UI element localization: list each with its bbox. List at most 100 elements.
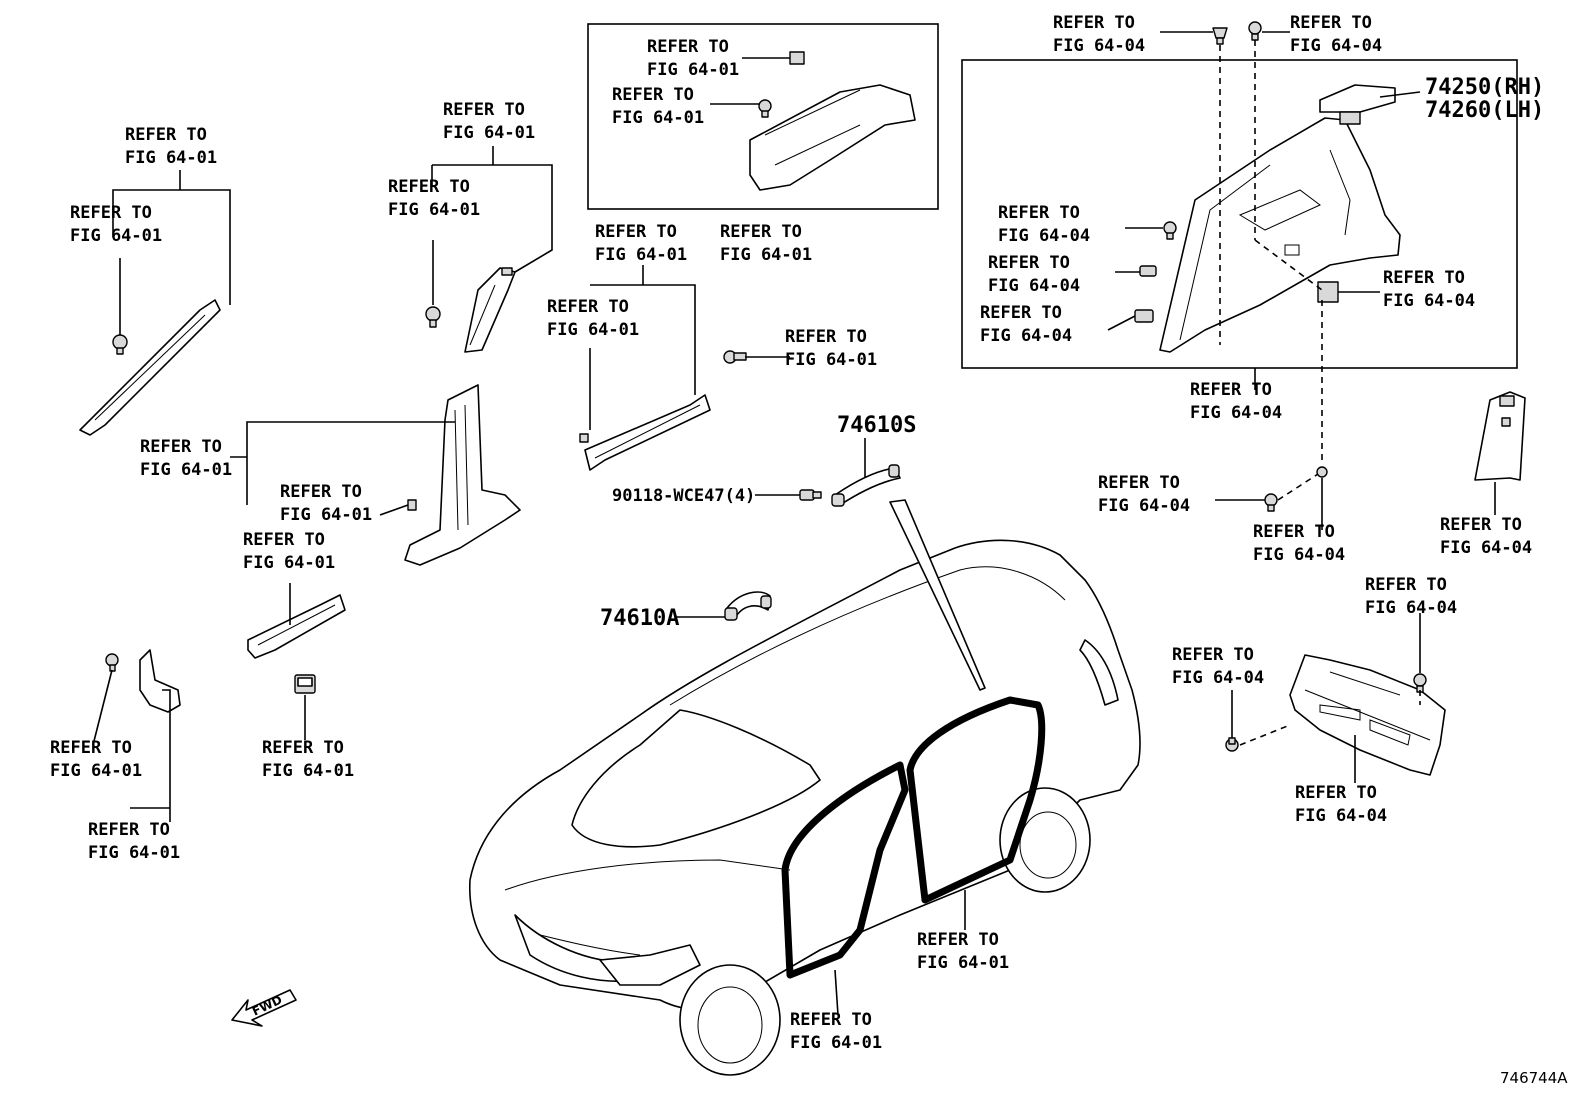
clip-icon: [1139, 265, 1157, 277]
clip-icon: [425, 306, 441, 328]
front-door-weatherstrip: [781, 761, 909, 979]
quarter-trim-panel: [1159, 84, 1401, 353]
svg-text:FIG 64-01: FIG 64-01: [612, 108, 704, 128]
svg-text:REFER TO: REFER TO: [1290, 13, 1372, 33]
svg-text:FIG 64-01: FIG 64-01: [785, 350, 877, 370]
rear-door-weatherstrip: [906, 696, 1046, 904]
clip-square-icon: [294, 674, 316, 694]
svg-text:FIG 64-01: FIG 64-01: [243, 553, 335, 573]
back-door-side-garnish: [1474, 391, 1526, 481]
clip-icon: [1212, 27, 1228, 45]
rear-door-scuff-plate: [579, 394, 711, 471]
assist-grip-front: [724, 591, 772, 621]
center-pillar-upper-garnish: [425, 267, 516, 353]
refer-label: REFER TO FIG 64-04: [988, 253, 1080, 296]
svg-text:REFER TO: REFER TO: [647, 37, 729, 57]
svg-text:FIG 64-01: FIG 64-01: [280, 505, 372, 525]
svg-text:FIG 64-04: FIG 64-04: [1098, 496, 1190, 516]
refer-label: REFER TO FIG 64-04: [1295, 783, 1387, 826]
svg-text:REFER TO: REFER TO: [1295, 783, 1377, 803]
part-number-74260-lh: 74260(LH): [1425, 98, 1544, 123]
svg-text:FIG 64-01: FIG 64-01: [647, 60, 739, 80]
svg-text:REFER TO: REFER TO: [917, 930, 999, 950]
svg-text:FIG 64-01: FIG 64-01: [790, 1033, 882, 1053]
svg-text:FIG 64-04: FIG 64-04: [1190, 403, 1282, 423]
detail-frame-upper-center: [587, 23, 939, 210]
front-pillar-garnish: [79, 299, 221, 436]
vehicle-body: [469, 499, 1141, 1076]
svg-text:REFER TO: REFER TO: [140, 437, 222, 457]
refer-label: REFER TO FIG 64-01: [262, 738, 354, 781]
svg-text:FIG 64-01: FIG 64-01: [443, 123, 535, 143]
svg-text:REFER TO: REFER TO: [1383, 268, 1465, 288]
svg-text:FIG 64-04: FIG 64-04: [1053, 36, 1145, 56]
svg-text:FIG 64-04: FIG 64-04: [1365, 598, 1457, 618]
refer-label: REFER TO FIG 64-01: [547, 297, 639, 340]
svg-text:REFER TO: REFER TO: [50, 738, 132, 758]
front-door-scuff-plate: [247, 594, 346, 659]
svg-text:REFER TO: REFER TO: [612, 85, 694, 105]
clip-icon: [758, 99, 772, 118]
clip-icon: [112, 334, 128, 355]
cowl-side-trim: [105, 649, 181, 713]
svg-text:FIG 64-04: FIG 64-04: [1253, 545, 1345, 565]
back-door-trim-board: [1289, 654, 1446, 776]
svg-text:FIG 64-04: FIG 64-04: [1440, 538, 1532, 558]
svg-text:FIG 64-01: FIG 64-01: [595, 245, 687, 265]
refer-label: REFER TO FIG 64-04: [1383, 268, 1475, 311]
svg-text:REFER TO: REFER TO: [1190, 380, 1272, 400]
svg-text:FIG 64-01: FIG 64-01: [140, 460, 232, 480]
svg-text:FIG 64-04: FIG 64-04: [980, 326, 1072, 346]
refer-label: REFER TO FIG 64-04: [1290, 13, 1382, 56]
svg-text:REFER TO: REFER TO: [1365, 575, 1447, 595]
diagram-code: 746744A: [1500, 1069, 1568, 1087]
svg-text:REFER TO: REFER TO: [988, 253, 1070, 273]
refer-label: REFER TO FIG 64-04: [980, 303, 1072, 346]
svg-text:FIG 64-04: FIG 64-04: [1383, 291, 1475, 311]
clip-icon: [1413, 673, 1427, 693]
center-pillar-lower-garnish: [404, 384, 521, 566]
svg-text:REFER TO: REFER TO: [547, 297, 629, 317]
refer-label: REFER TO FIG 64-04: [1190, 380, 1282, 423]
fwd-arrow-icon: FWD: [231, 989, 297, 1027]
svg-text:FIG 64-04: FIG 64-04: [1295, 806, 1387, 826]
svg-text:FIG 64-01: FIG 64-01: [262, 761, 354, 781]
nut-icon: [1248, 21, 1262, 41]
refer-label: REFER TO FIG 64-01: [612, 85, 704, 128]
svg-text:REFER TO: REFER TO: [280, 482, 362, 502]
part-number-74250-rh: 74250(RH): [1425, 75, 1544, 100]
refer-label: REFER TO FIG 64-01: [280, 482, 372, 525]
svg-text:REFER TO: REFER TO: [1053, 13, 1135, 33]
svg-text:FIG 64-04: FIG 64-04: [988, 276, 1080, 296]
svg-text:REFER TO: REFER TO: [980, 303, 1062, 323]
svg-text:FIG 64-04: FIG 64-04: [1290, 36, 1382, 56]
svg-text:FIG 64-04: FIG 64-04: [998, 226, 1090, 246]
svg-text:FIG 64-01: FIG 64-01: [547, 320, 639, 340]
svg-text:REFER TO: REFER TO: [262, 738, 344, 758]
svg-text:REFER TO: REFER TO: [1172, 645, 1254, 665]
part-number-74610a: 74610A: [600, 606, 679, 631]
refer-label: REFER TO FIG 64-04: [1365, 575, 1457, 618]
svg-text:FIG 64-04: FIG 64-04: [1172, 668, 1264, 688]
svg-text:REFER TO: REFER TO: [1253, 522, 1335, 542]
svg-text:REFER TO: REFER TO: [88, 820, 170, 840]
roof-side-inner-garnish: [749, 51, 916, 191]
svg-text:FIG 64-01: FIG 64-01: [388, 200, 480, 220]
leader-lines: [92, 31, 1496, 1016]
svg-text:REFER TO: REFER TO: [125, 125, 207, 145]
